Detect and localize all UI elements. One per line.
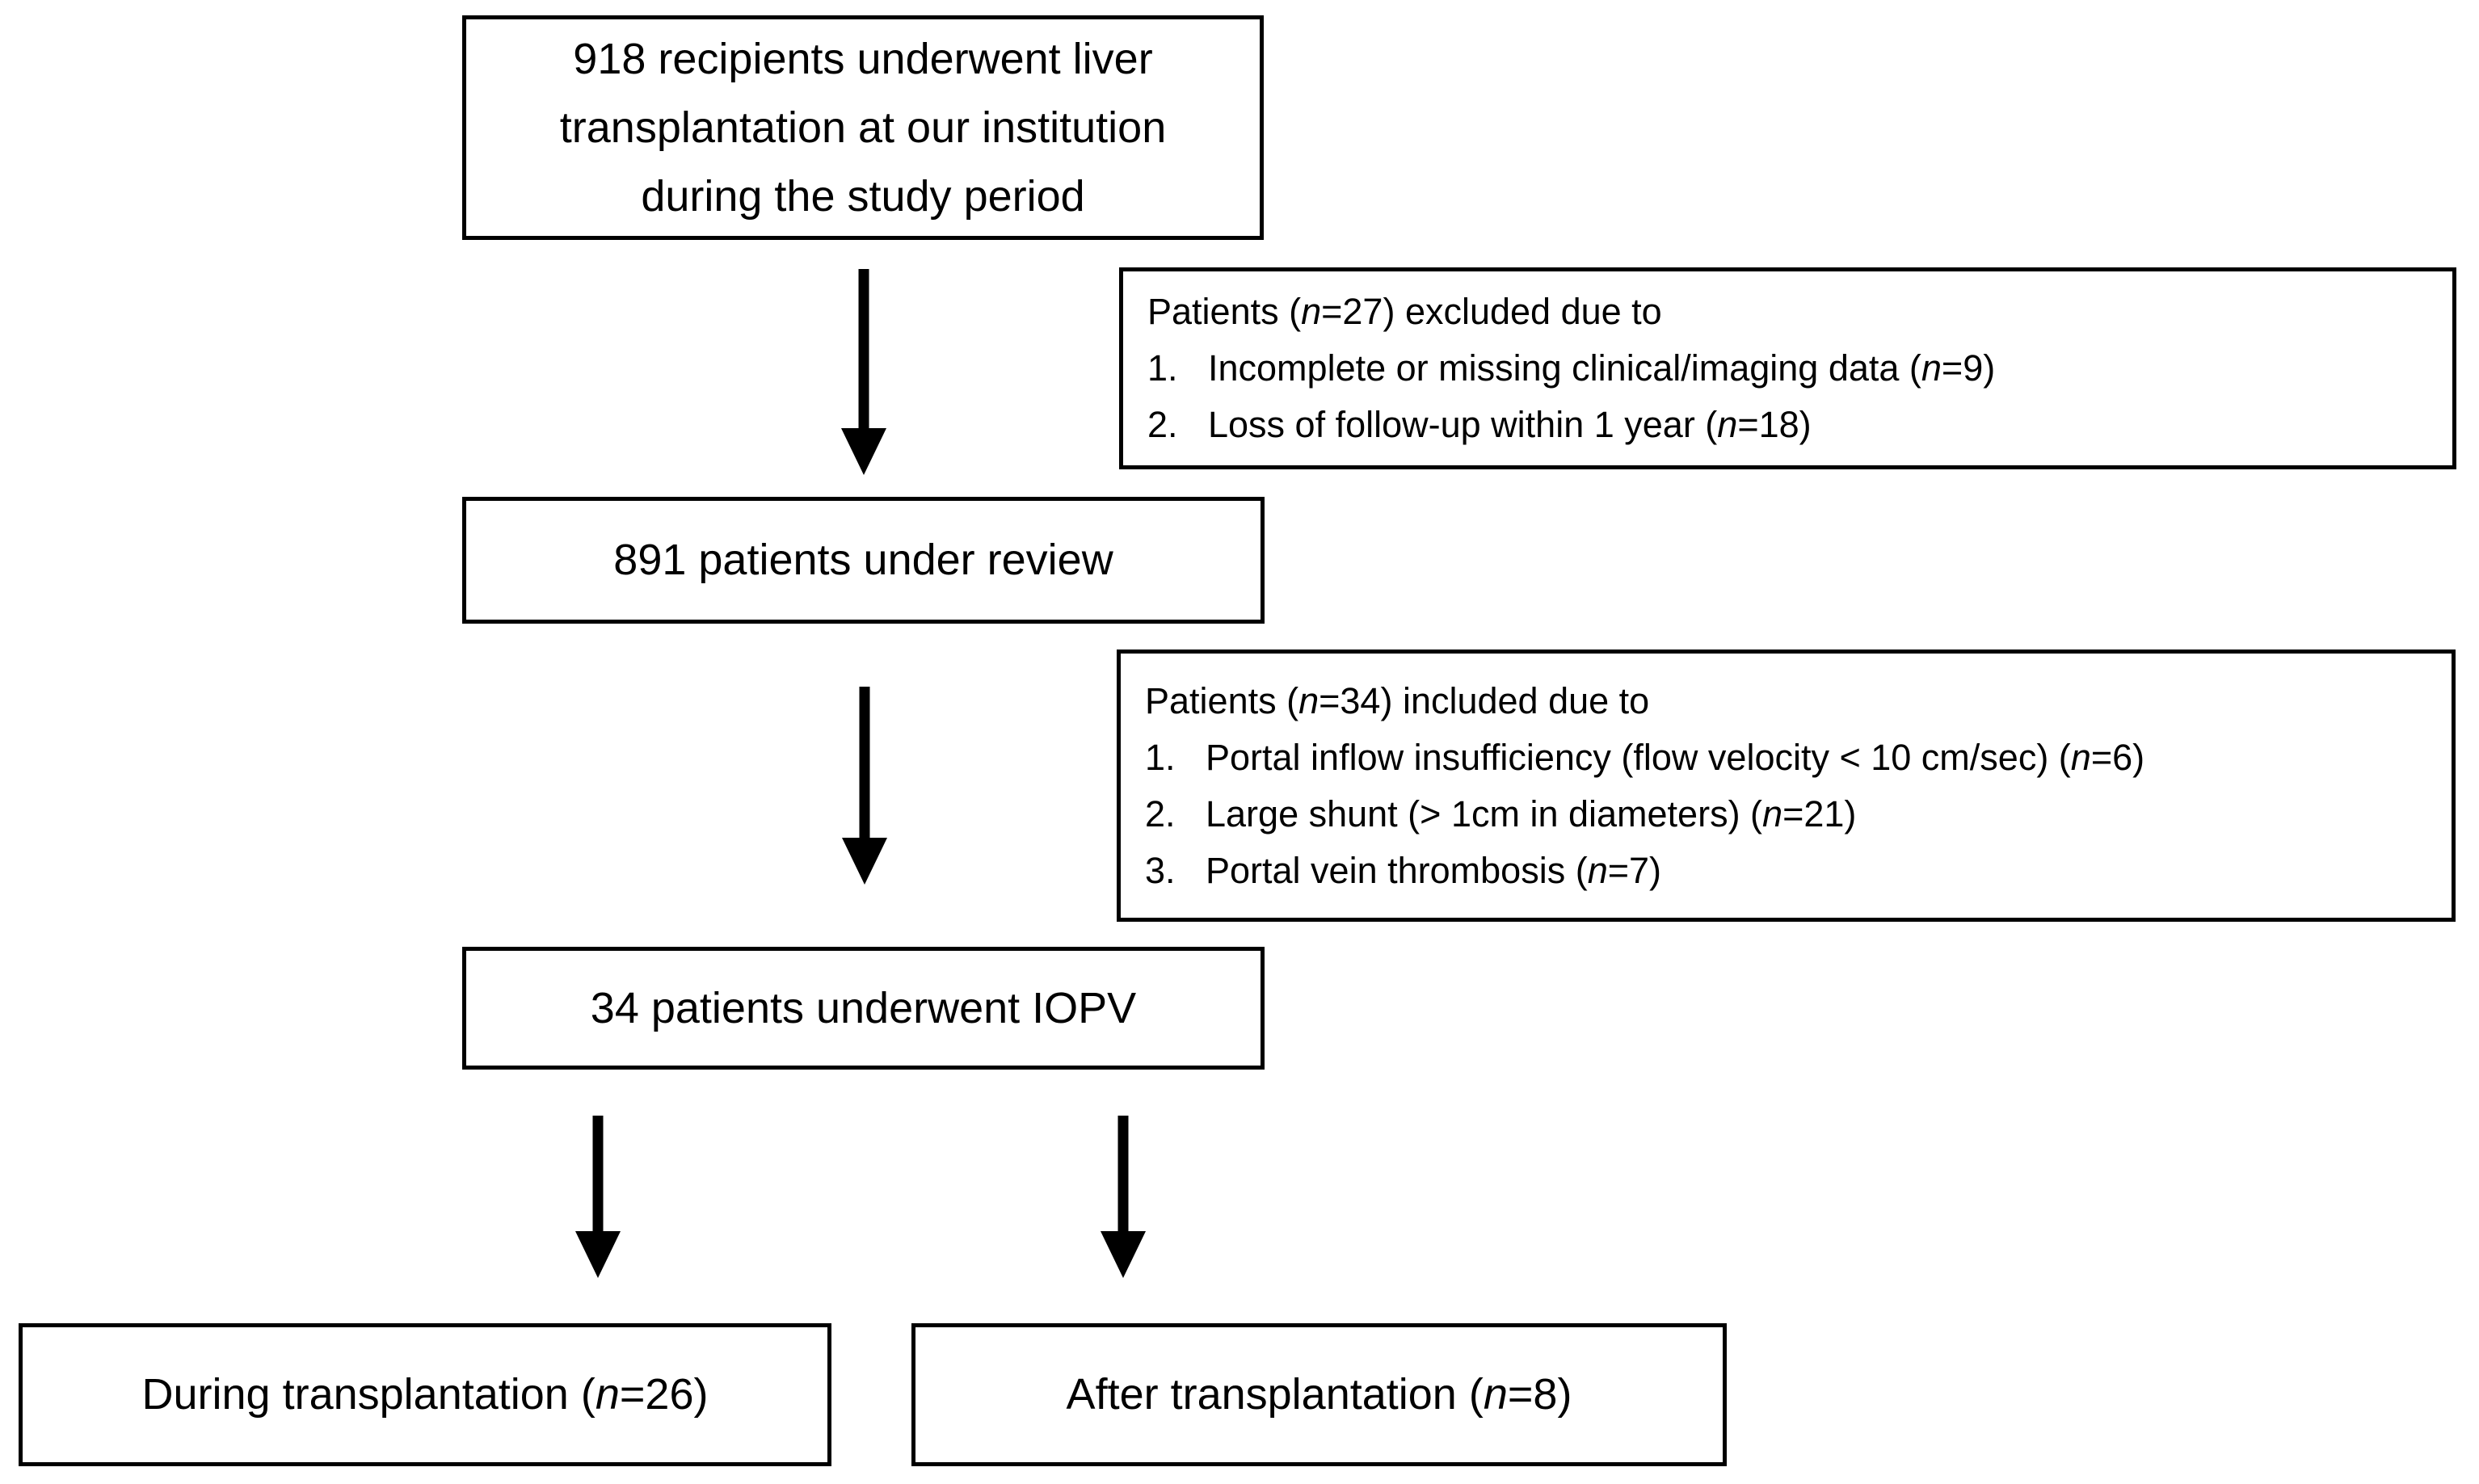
item-number: 2. [1145, 792, 1176, 834]
included-item: 1. Portal inflow insufficiency (flow vel… [1145, 729, 2427, 786]
included-item: 3. Portal vein thrombosis (n=7) [1145, 843, 2427, 899]
flow-box-line: transplantation at our institution [559, 103, 1167, 152]
item-number: 3. [1145, 849, 1176, 891]
flow-box-after-transplantation: After transplantation (n=8) [911, 1323, 1727, 1466]
item-text: Portal inflow insufficiency (flow veloci… [1206, 736, 2145, 778]
flow-box-during-transplantation: During transplantation (n=26) [19, 1323, 831, 1466]
item-text: Incomplete or missing clinical/imaging d… [1208, 347, 1996, 389]
flow-box-underwent-iopv: 34 patients underwent IOPV [462, 947, 1265, 1070]
excluded-item: 1. Incomplete or missing clinical/imagin… [1147, 340, 2428, 397]
flow-box-line: 891 patients under review [613, 536, 1113, 584]
down-arrow-icon [841, 269, 886, 475]
arrow-head [575, 1231, 621, 1278]
flow-box-line: 34 patients underwent IOPV [590, 983, 1137, 1032]
arrow-stem [592, 1116, 604, 1231]
down-arrow-icon [842, 687, 887, 885]
flow-box-line: After transplantation (n=8) [1066, 1370, 1572, 1419]
down-arrow-icon [575, 1116, 621, 1278]
down-arrow-icon [1101, 1116, 1146, 1278]
flow-box-line: During transplantation (n=26) [141, 1370, 709, 1419]
included-item: 2. Large shunt (> 1cm in diameters) (n=2… [1145, 786, 2427, 843]
arrow-stem [859, 687, 870, 838]
flow-box-excluded-patients: Patients (n=27) excluded due to 1. Incom… [1119, 267, 2456, 469]
arrow-head [842, 838, 887, 885]
item-text: Portal vein thrombosis (n=7) [1206, 849, 1662, 891]
excluded-header: Patients (n=27) excluded due to [1147, 291, 1662, 332]
item-text: Large shunt (> 1cm in diameters) (n=21) [1206, 792, 1857, 834]
flow-box-line: 918 recipients underwent liver [573, 34, 1153, 83]
flow-box-included-patients: Patients (n=34) included due to 1. Porta… [1117, 650, 2456, 922]
item-number: 1. [1145, 736, 1176, 778]
item-number: 1. [1147, 347, 1178, 389]
flow-box-line: during the study period [641, 171, 1085, 221]
excluded-item: 2. Loss of follow-up within 1 year (n=18… [1147, 397, 2428, 453]
flow-box-under-review: 891 patients under review [462, 497, 1265, 624]
flow-box-total-recipients: 918 recipients underwent liver transplan… [462, 15, 1264, 240]
item-text: Loss of follow-up within 1 year (n=18) [1208, 404, 1812, 445]
arrow-head [841, 428, 886, 475]
arrow-head [1101, 1231, 1146, 1278]
item-number: 2. [1147, 404, 1178, 445]
included-header: Patients (n=34) included due to [1145, 679, 1650, 721]
arrow-stem [858, 269, 869, 428]
arrow-stem [1117, 1116, 1129, 1231]
